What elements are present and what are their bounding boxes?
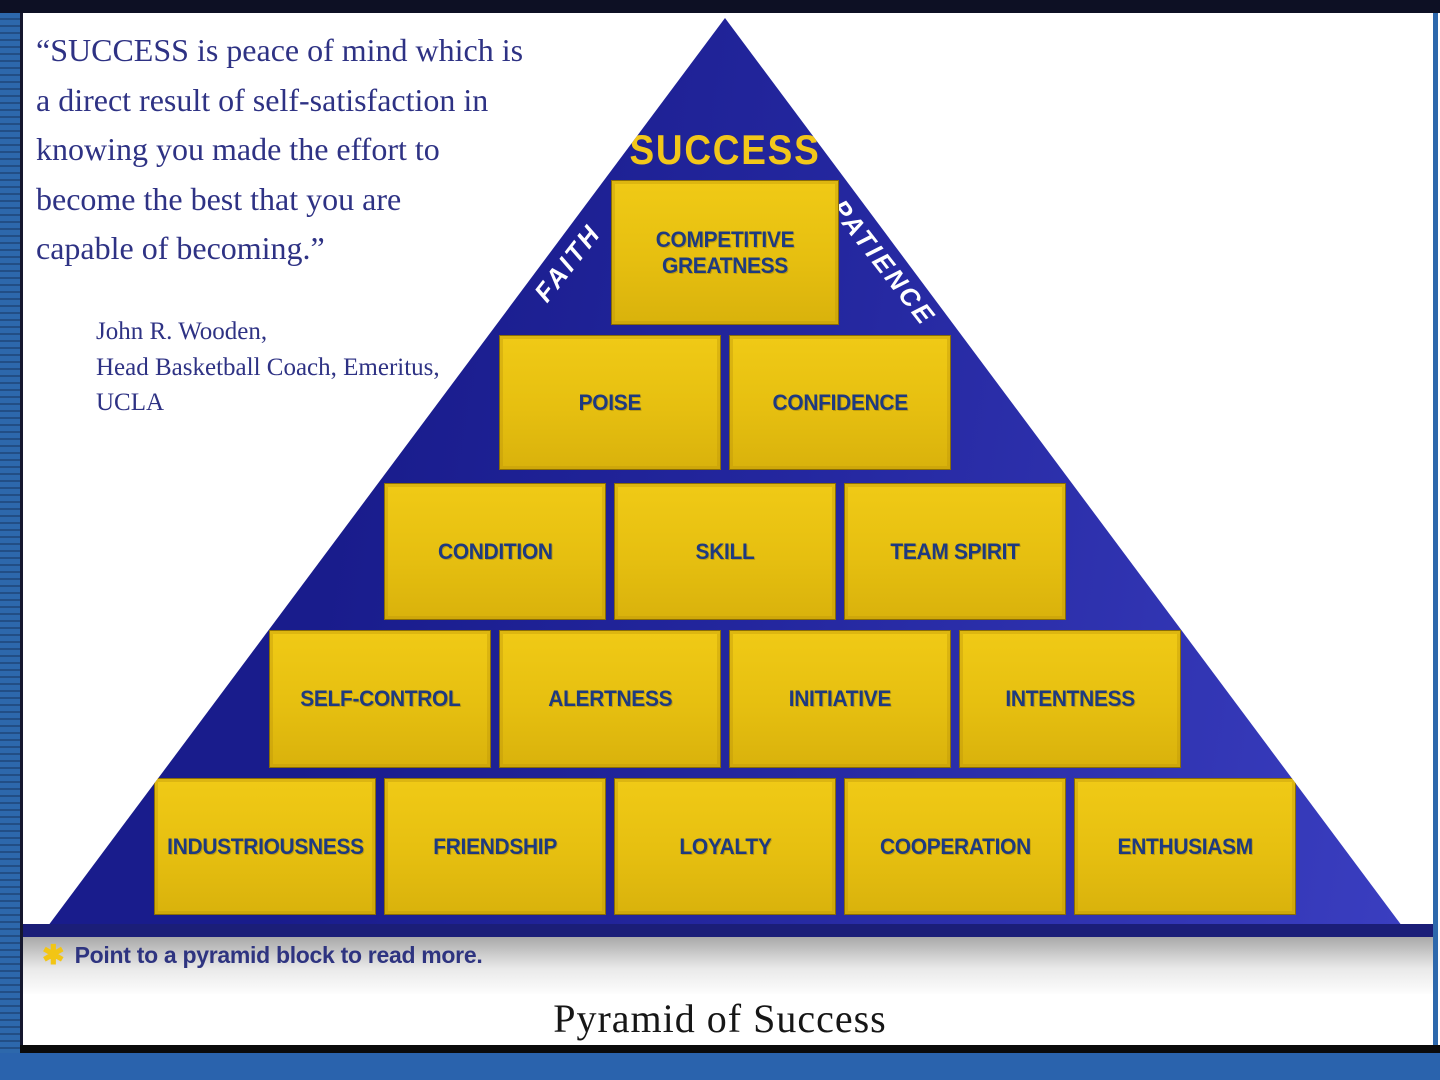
hint-bar: ✱ Point to a pyramid block to read more. [20, 924, 1433, 994]
pyramid-block-label: POISE [578, 389, 642, 415]
pyramid-block-competitive-greatness[interactable]: COMPETITIVE GREATNESS [611, 180, 839, 325]
bottom-bar [0, 1053, 1440, 1080]
pyramid-block-label: INDUSTRIOUSNESS [166, 833, 364, 859]
pyramid-row-1: COMPETITIVE GREATNESS [45, 180, 1405, 325]
pyramid-row-5: INDUSTRIOUSNESS FRIENDSHIP LOYALTY COOPERAT… [45, 778, 1405, 915]
pyramid-block-initiative[interactable]: INITIATIVE [729, 630, 951, 768]
success-label: SUCCESS [629, 126, 821, 173]
asterisk-icon: ✱ [42, 940, 65, 970]
pyramid-block-label: SKILL [695, 538, 755, 564]
bottom-divider [20, 1045, 1440, 1053]
pyramid-block-self-control[interactable]: SELF-CONTROL [269, 630, 491, 768]
pyramid-block-label: LOYALTY [678, 833, 772, 859]
pyramid-block-team-spirit[interactable]: TEAM SPIRIT [844, 483, 1066, 620]
pyramid-block-alertness[interactable]: ALERTNESS [499, 630, 721, 768]
pyramid-block-label: TEAM SPIRIT [890, 538, 1020, 564]
pyramid-block-loyalty[interactable]: LOYALTY [614, 778, 836, 915]
pyramid-block-label: CONDITION [437, 538, 553, 564]
top-border [0, 0, 1440, 13]
pyramid-row-2: POISE CONFIDENCE [45, 335, 1405, 470]
pyramid-block-label: SELF-CONTROL [299, 686, 461, 712]
pyramid-block-enthusiasm[interactable]: ENTHUSIASM [1074, 778, 1296, 915]
page-title: Pyramid of Success [553, 996, 887, 1041]
pyramid-block-label: INITIATIVE [788, 686, 892, 712]
pyramid-block-label: COOPERATION [879, 833, 1031, 859]
right-border [1433, 13, 1438, 1053]
hint-text: Point to a pyramid block to read more. [74, 942, 483, 968]
pyramid-block-skill[interactable]: SKILL [614, 483, 836, 620]
pyramid-block-intentness[interactable]: INTENTNESS [959, 630, 1181, 768]
wooden-quote: “SUCCESS is peace of mind which is a dir… [36, 32, 524, 267]
pyramid-block-label: CONFIDENCE [772, 389, 908, 415]
left-striped-border [0, 13, 23, 1053]
pyramid-block-label: INTENTNESS [1005, 686, 1135, 712]
pyramid-block-poise[interactable]: POISE [499, 335, 721, 470]
pyramid-row-3: CONDITION SKILL TEAM SPIRIT [45, 483, 1405, 620]
pyramid-block-cooperation[interactable]: COOPERATION [844, 778, 1066, 915]
pyramid-block-confidence[interactable]: CONFIDENCE [729, 335, 951, 470]
pyramid-block-label: COMPETITIVE GREATNESS [655, 226, 795, 278]
pyramid-block-label: ENTHUSIASM [1117, 833, 1253, 859]
pyramid-block-industriousness[interactable]: INDUSTRIOUSNESS [154, 778, 376, 915]
pyramid-block-condition[interactable]: CONDITION [384, 483, 606, 620]
pyramid-block-label: ALERTNESS [547, 686, 673, 712]
quote-attribution: John R. Wooden, Head Basketball Coach, E… [96, 318, 440, 416]
pyramid-block-label: FRIENDSHIP [433, 833, 557, 859]
pyramid-row-4: SELF-CONTROL ALERTNESS INITIATIVE INTENTNES… [45, 630, 1405, 768]
pyramid-block-friendship[interactable]: FRIENDSHIP [384, 778, 606, 915]
